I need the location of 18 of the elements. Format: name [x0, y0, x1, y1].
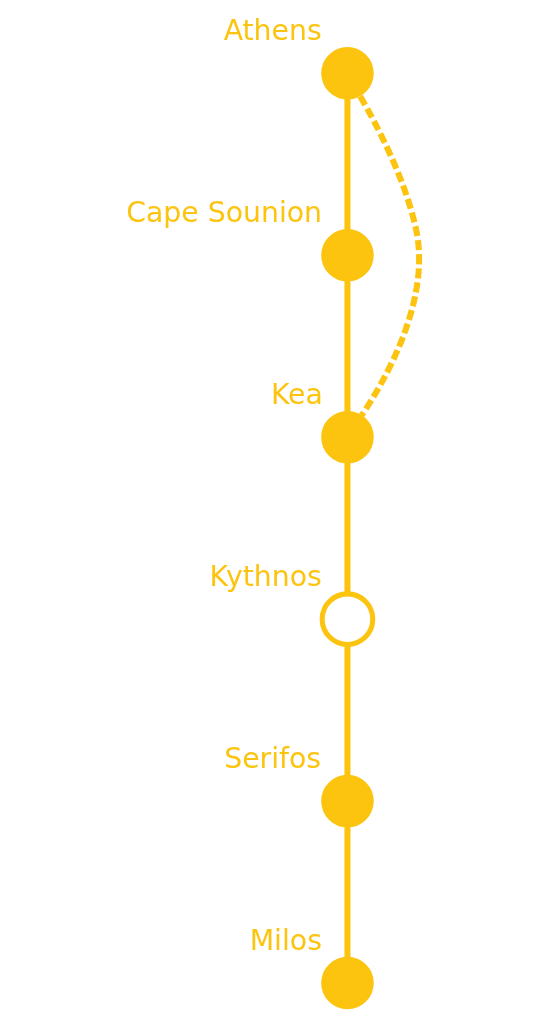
node-label: Kea: [270, 378, 323, 412]
connector: [357, 94, 422, 418]
node-label: Athens: [223, 14, 322, 48]
node-label: Milos: [249, 924, 322, 958]
node-label: Serifos: [223, 742, 321, 776]
node-label: Kythnos: [208, 560, 322, 594]
node-dot: [320, 228, 374, 282]
connector: [343, 280, 350, 412]
node-dot: [320, 410, 374, 464]
node-dot: [320, 47, 374, 100]
node-dot: [320, 774, 374, 828]
node-circle: [319, 591, 375, 647]
connector: [343, 98, 350, 230]
connector: [343, 462, 350, 594]
connector: [343, 644, 350, 776]
node-label: Cape Sounion: [125, 196, 322, 230]
connector: [343, 826, 350, 958]
node-dot: [320, 956, 374, 1010]
